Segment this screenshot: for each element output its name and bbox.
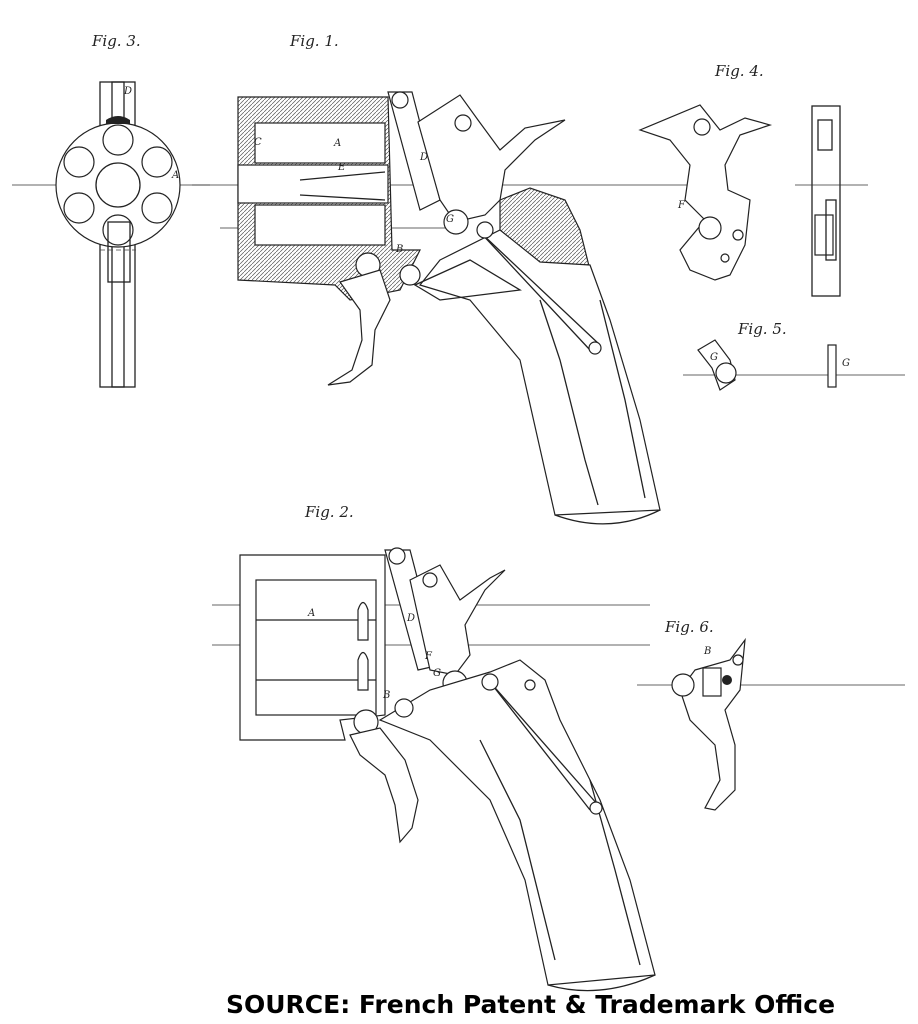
fig6-caption: Fig. 6. — [665, 618, 714, 636]
letter-g-fig5: G — [710, 352, 718, 363]
letter-e-fig1: E — [338, 162, 346, 173]
letter-g-fig5-side: G — [842, 358, 850, 369]
fig4-caption: Fig. 4. — [715, 62, 764, 80]
letter-g-fig1: G — [446, 214, 454, 225]
fig3-front-view — [12, 81, 210, 388]
fig1-caption: Fig. 1. — [290, 32, 339, 50]
fig6-trigger-detail — [637, 637, 905, 811]
letter-d-fig3: D — [124, 86, 133, 97]
letter-b-fig6: B — [704, 646, 712, 657]
letter-b-fig2: B — [383, 690, 391, 701]
letter-a-fig1: A — [334, 138, 342, 149]
letter-f-fig2: F — [425, 651, 432, 662]
letter-c-fig1: C — [254, 137, 262, 148]
letter-a-fig3: A — [172, 170, 180, 181]
fig2-caption: Fig. 2. — [305, 503, 354, 521]
letter-g-fig2: G — [433, 668, 441, 679]
letter-d-fig2: D — [407, 613, 416, 624]
fig5-part-detail — [683, 339, 905, 391]
source-caption: SOURCE: French Patent & Trademark Office — [226, 990, 836, 1019]
letter-a-fig2: A — [308, 608, 316, 619]
fig5-caption: Fig. 5. — [738, 320, 787, 338]
fig4-hammer-detail — [638, 104, 868, 297]
fig1-side-section — [192, 91, 700, 525]
letter-d-fig1: D — [420, 152, 429, 163]
letter-f-fig4: F — [678, 200, 685, 211]
fig3-caption: Fig. 3. — [92, 32, 141, 50]
letter-b-fig1: B — [396, 244, 404, 255]
fig2-side-view — [212, 547, 656, 992]
